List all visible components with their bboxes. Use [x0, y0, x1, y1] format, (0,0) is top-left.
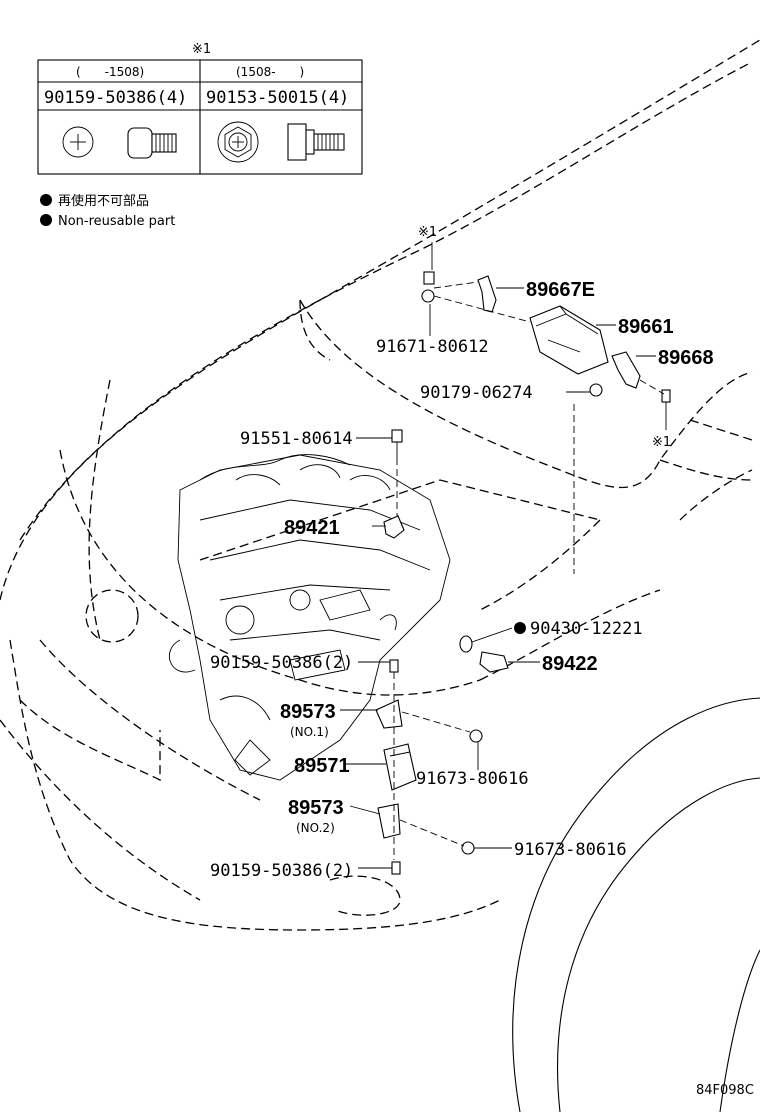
callout-90159-50386-top: 90159-50386(2) [210, 653, 353, 673]
bracket-89573-no2 [377, 803, 401, 875]
callout-91673-80616-a: 91673-80616 [416, 769, 529, 789]
phillips-screw-head-icon [62, 126, 94, 158]
bracket-89573-no1 [375, 659, 403, 729]
callout-91551-80614: 91551-80614 [240, 429, 353, 449]
callout-91673-80616-b: 91673-80616 [514, 840, 627, 860]
callout-89421: 89421 [284, 517, 340, 539]
sensor-89421 [383, 429, 405, 539]
legend-jp: 再使用不可部品 [58, 193, 149, 209]
bracket-89667E [477, 275, 497, 313]
table-col2-part: 90153-50015(4) [206, 88, 349, 108]
callout-90179-06274: 90179-06274 [420, 383, 533, 403]
table-col1-header: ( -1508) [76, 65, 144, 79]
figure-code: 84F098C [696, 1083, 754, 1098]
callout-89422: 89422 [542, 653, 598, 675]
callout-89667E: 89667E [526, 279, 595, 301]
callout-89573-no1: 89573 [280, 701, 336, 723]
callout-89661: 89661 [618, 316, 674, 338]
non-reusable-dot-icon [40, 214, 52, 226]
leader-lines [340, 242, 667, 869]
callout-89668: 89668 [658, 347, 714, 369]
callout-mark-right: ※1 [652, 435, 671, 450]
flange-bolt-head-icon [217, 121, 259, 163]
vehicle-body-outline [0, 39, 760, 931]
bracket-89668 [611, 351, 641, 389]
callouts: ※1 89667E 89661 89668 91671-80612 90179-… [210, 225, 714, 881]
callout-90430-12221: 90430-12221 [530, 619, 643, 639]
callout-91671-80612: 91671-80612 [376, 337, 489, 357]
non-reusable-dot-icon [514, 622, 526, 634]
non-reusable-dot-icon [40, 194, 52, 206]
table-col1-part: 90159-50386(4) [44, 88, 187, 108]
sensor-89422 [459, 635, 509, 673]
sensor-89571 [383, 743, 417, 791]
legend-en: Non-reusable part [58, 214, 175, 229]
table-col2-header: (1508- ) [236, 65, 304, 79]
flange-bolt-side-view-icon [287, 123, 345, 161]
ecu-module [529, 305, 609, 375]
bolt-table: ※1 ( -1508) (1508- ) 90159-50386(4) 9015… [37, 42, 363, 175]
callout-90159-50386-bottom: 90159-50386(2) [210, 861, 353, 881]
bolts-91673 [461, 729, 483, 855]
legend: 再使用不可部品 Non-reusable part [40, 193, 175, 229]
screw-side-view-icon [127, 127, 177, 159]
wheel-arch [512, 697, 760, 1112]
callout-no2: (NO.2) [296, 821, 335, 835]
callout-mark-top: ※1 [418, 225, 437, 240]
callout-89571: 89571 [294, 755, 350, 777]
table-mark: ※1 [192, 42, 211, 57]
callout-no1: (NO.1) [290, 725, 329, 739]
callout-89573-no2: 89573 [288, 797, 344, 819]
